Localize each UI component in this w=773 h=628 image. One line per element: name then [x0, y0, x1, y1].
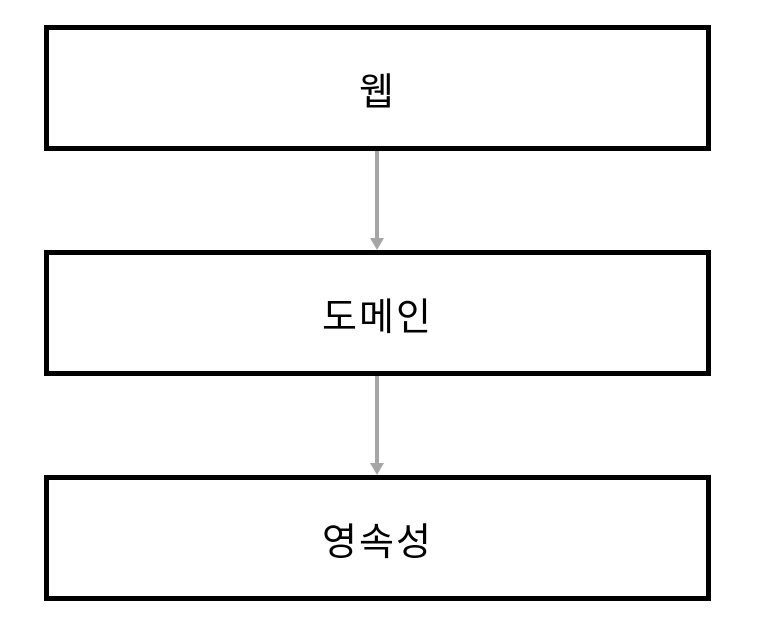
arrow-domain-to-persistence	[370, 376, 384, 475]
web-layer-box: 웹	[44, 25, 711, 151]
arrow-shaft	[375, 151, 379, 239]
persistence-layer-box: 영속성	[44, 475, 711, 601]
arrow-web-to-domain	[370, 151, 384, 250]
domain-layer-label: 도메인	[322, 294, 433, 339]
domain-layer-box: 도메인	[44, 250, 711, 376]
persistence-layer-label: 영속성	[322, 519, 433, 564]
arrow-shaft	[375, 376, 379, 464]
arrow-head-down-icon	[370, 463, 384, 475]
arrow-head-down-icon	[370, 238, 384, 250]
web-layer-label: 웹	[359, 69, 396, 114]
